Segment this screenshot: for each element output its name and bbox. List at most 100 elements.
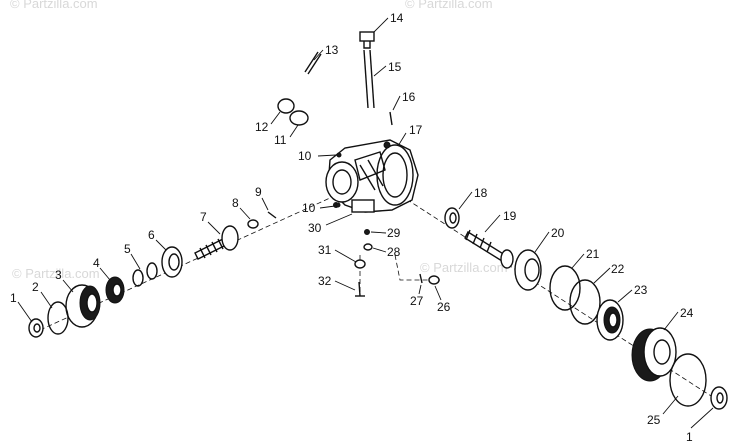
leader-18: [458, 191, 473, 210]
leader-29: [370, 231, 387, 234]
screw-lower: [335, 202, 341, 208]
snap-ring-b: [146, 262, 158, 280]
callout-10-upper: 10: [298, 149, 312, 163]
leader-28: [372, 247, 387, 253]
input-shaft: [194, 225, 239, 260]
callout-20: 20: [551, 226, 565, 240]
callout-28: 28: [387, 245, 401, 259]
leader-32: [334, 280, 356, 291]
callout-26: 26: [437, 300, 451, 314]
leader-25: [662, 395, 679, 415]
callout-30: 30: [308, 221, 322, 235]
callout-8: 8: [232, 196, 239, 210]
washer-28: [363, 243, 373, 251]
callout-7: 7: [200, 210, 207, 224]
leader-12: [270, 111, 281, 125]
leader-5: [130, 253, 141, 270]
callout-6: 6: [148, 228, 155, 242]
leader-8: [239, 207, 251, 220]
callout-25: 25: [647, 413, 661, 427]
bolt-32: [358, 281, 361, 297]
leader-4: [99, 267, 111, 281]
leader-21: [571, 253, 585, 269]
callout-16: 16: [402, 90, 416, 104]
input-o-ring: [47, 301, 69, 335]
leader-1-right: [690, 407, 714, 429]
leader-16: [392, 95, 401, 111]
callout-2: 2: [32, 280, 39, 294]
leader-10-lower: [319, 205, 336, 209]
callout-18: 18: [474, 186, 488, 200]
leader-24: [663, 311, 679, 331]
ring-gear: [514, 249, 542, 291]
fill-plug: [277, 98, 295, 114]
leader-20: [534, 231, 550, 253]
shim-21: [549, 265, 581, 311]
bolt-27: [419, 273, 423, 284]
callout-1-left: 1: [10, 291, 17, 305]
leader-17: [397, 132, 407, 147]
leader-3: [62, 279, 74, 293]
leader-10-upper: [317, 154, 337, 157]
callout-9: 9: [255, 185, 262, 199]
leader-7: [207, 221, 221, 235]
shim-22: [569, 279, 601, 325]
leader-11: [289, 124, 299, 138]
callout-17: 17: [409, 123, 423, 137]
leader-13: [313, 49, 324, 61]
leader-27: [418, 284, 422, 295]
watermark-mid-right: © Partzilla.com: [420, 260, 508, 275]
watermark-top-left: © Partzilla.com: [10, 0, 98, 11]
leader-23: [617, 289, 633, 303]
screw-upper: [336, 152, 342, 158]
output-cover: [631, 327, 677, 382]
callout-27: 27: [410, 294, 424, 308]
callout-12: 12: [255, 120, 269, 134]
watermark-mid-left: © Partzilla.com: [12, 266, 100, 281]
callout-23: 23: [634, 283, 648, 297]
vent-hose: [363, 49, 369, 109]
bolt-axis-line: [394, 254, 440, 281]
vent-clip-edge: [307, 53, 322, 75]
leader-1-left: [17, 301, 33, 323]
output-o-ring: [669, 353, 707, 407]
drain-plug-31: [354, 259, 366, 269]
input-bearing: [161, 246, 183, 278]
washer-26: [428, 275, 440, 285]
left-axis-line: [39, 197, 331, 331]
callout-11: 11: [274, 133, 287, 147]
callout-15: 15: [388, 60, 402, 74]
callout-13: 13: [325, 43, 339, 57]
vent-hose-edge: [369, 49, 375, 109]
leader-2: [40, 291, 53, 309]
vent-fitting: [359, 31, 375, 49]
callout-4: 4: [93, 256, 100, 270]
leader-22: [593, 267, 611, 284]
callout-32: 32: [318, 274, 332, 288]
vent-bolt: [389, 111, 393, 126]
output-seal: [444, 207, 460, 229]
snap-ring-a: [132, 269, 144, 287]
callout-21: 21: [586, 247, 600, 261]
vent-clip: [304, 51, 319, 73]
callout-10-lower: 10: [302, 201, 316, 215]
leader-9: [261, 197, 269, 211]
input-washer: [28, 318, 44, 338]
callout-19: 19: [503, 209, 517, 223]
output-bearing: [596, 299, 624, 341]
leader-31: [334, 249, 357, 263]
callout-29: 29: [387, 226, 401, 240]
pin-9: [267, 211, 277, 219]
leader-15: [373, 65, 387, 77]
input-seal: [105, 276, 125, 304]
leader-6: [155, 239, 167, 251]
plug-29: [364, 229, 370, 235]
small-washer-8: [247, 219, 259, 229]
callout-24: 24: [680, 306, 694, 320]
output-washer: [710, 386, 728, 410]
leader-19: [484, 214, 501, 233]
callout-22: 22: [611, 262, 625, 276]
leader-26: [434, 285, 442, 301]
gearcase-housing: [325, 139, 419, 213]
